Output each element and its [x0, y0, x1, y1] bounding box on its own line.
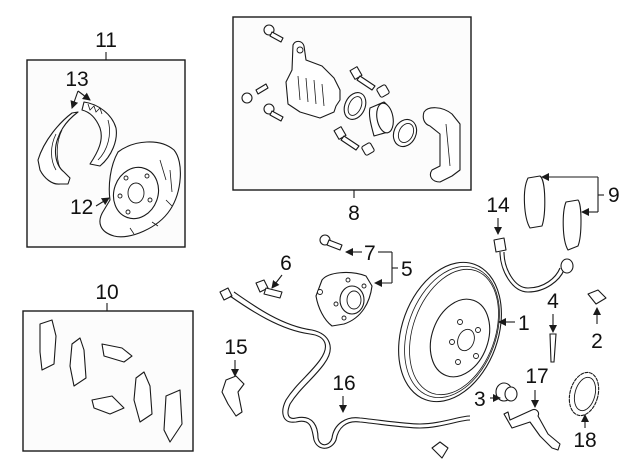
callout-14[interactable]: 14 — [486, 194, 510, 217]
guide-pin-top[interactable] — [349, 66, 376, 91]
hub-bolt[interactable] — [319, 234, 343, 251]
plug[interactable] — [587, 289, 607, 305]
callout-16[interactable]: 16 — [332, 372, 355, 395]
callout-1[interactable]: 1 — [518, 312, 530, 335]
brake-hose[interactable] — [499, 251, 565, 293]
abs-sensor-head[interactable] — [431, 441, 449, 459]
piston-seal[interactable] — [340, 89, 370, 123]
anti-rattle-clip-4[interactable] — [163, 389, 183, 443]
callout-13[interactable]: 13 — [65, 68, 88, 91]
caliper-bolt-top[interactable] — [263, 24, 284, 43]
brake-pad-inner[interactable] — [562, 199, 582, 251]
brake-rotor[interactable] — [380, 248, 519, 416]
caliper-body[interactable] — [285, 40, 341, 119]
hose-fitting[interactable] — [493, 237, 507, 253]
leader-line-6 — [271, 274, 283, 289]
leader-line-13b — [77, 90, 91, 101]
boot-top[interactable] — [376, 84, 390, 98]
hardware-kit-group: 10 — [22, 281, 194, 452]
callout-3[interactable]: 3 — [474, 388, 486, 411]
brake-pads: 9 — [523, 173, 620, 251]
shim-clip-1[interactable] — [101, 343, 133, 363]
callout-15[interactable]: 15 — [224, 336, 247, 359]
caliper-group: 8 — [232, 16, 472, 225]
cotter-pin[interactable] — [549, 333, 557, 363]
leader-line-13a — [70, 90, 79, 109]
brake-pad-outer[interactable] — [523, 175, 546, 229]
shim-clip-2[interactable] — [91, 395, 125, 415]
callout-17[interactable]: 17 — [525, 365, 548, 388]
callout-12[interactable]: 12 — [70, 196, 93, 219]
leader-line-12 — [95, 197, 110, 207]
callout-18[interactable]: 18 — [573, 429, 596, 452]
dust-boot[interactable] — [389, 116, 421, 151]
parking-brake-shoe-right[interactable] — [81, 101, 117, 167]
anti-rattle-clip-1[interactable] — [39, 319, 57, 371]
callout-10[interactable]: 10 — [95, 281, 118, 304]
brake-hose-group: 14 — [486, 194, 574, 293]
boot-bottom[interactable] — [361, 142, 375, 156]
anti-rattle-clip-3[interactable] — [133, 371, 153, 423]
callout-6[interactable]: 6 — [280, 252, 292, 275]
caliper-bolt-bottom[interactable] — [263, 103, 284, 122]
bolt[interactable] — [255, 279, 283, 299]
callout-8[interactable]: 8 — [348, 202, 360, 225]
cotter-pin-group: 4 — [547, 290, 559, 363]
callout-4[interactable]: 4 — [547, 290, 559, 313]
callout-5[interactable]: 5 — [401, 258, 413, 281]
hub-bearing-assembly[interactable] — [315, 271, 373, 327]
callout-2[interactable]: 2 — [591, 330, 603, 353]
plug-group: 2 — [587, 289, 607, 353]
bracket[interactable] — [221, 375, 245, 417]
callout-11[interactable]: 11 — [95, 29, 117, 52]
callout-7[interactable]: 7 — [364, 242, 376, 265]
anti-rattle-clip-2[interactable] — [69, 337, 87, 387]
splash-shield-bracket[interactable] — [503, 408, 561, 451]
caliper-mounting-bracket[interactable] — [422, 107, 461, 183]
abs-sensor[interactable] — [219, 287, 471, 449]
piston[interactable] — [368, 101, 395, 137]
hose-banjo[interactable] — [560, 258, 574, 274]
guide-pin-bottom[interactable] — [333, 126, 360, 151]
callout-9[interactable]: 9 — [608, 184, 620, 207]
parking-brake-shoe-left[interactable] — [37, 111, 79, 185]
bleeder-screw[interactable] — [241, 83, 269, 104]
parking-brake-group: 11 12 13 — [26, 29, 186, 248]
tone-ring[interactable] — [565, 369, 603, 419]
backing-plate[interactable] — [99, 141, 181, 238]
